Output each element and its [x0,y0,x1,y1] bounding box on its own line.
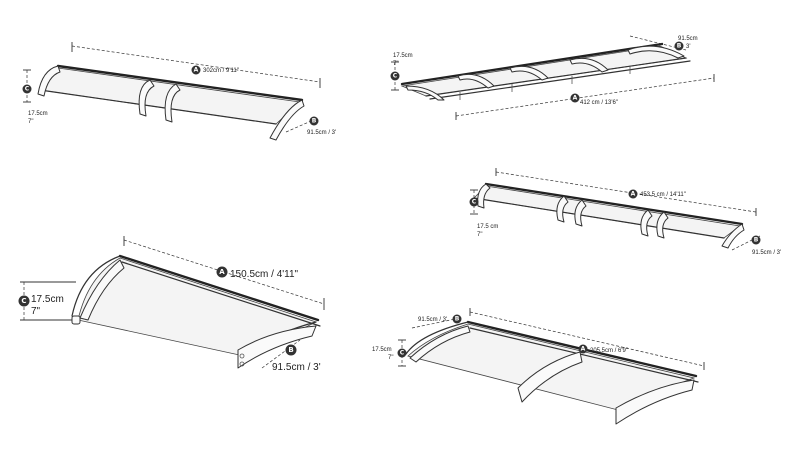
canopy-150-height-badge-letter: C [21,297,26,305]
canopy-205-height-badge [397,348,407,358]
canopy-150-right-bracket [237,325,317,369]
canopy-412-length-label: 412 cm / 13'6" [580,100,618,106]
canopy-205-length-dimension-line [469,311,705,367]
canopy-205-height-badge-letter: C [400,350,405,357]
canopy-302-length-dimension-line [71,45,321,83]
canopy-412-rear-rail [400,42,664,86]
canopy-412-bracket-3 [509,65,549,81]
canopy-302-diagram: A 302cm / 9'11" B 91.5cm / 3' C 17.5cm 7… [22,42,336,141]
canopy-302-depth-dimension-line [285,117,319,133]
canopy-302-length-label: 302cm / 9'11" [203,68,239,74]
canopy-302-mid-bracket-2 [164,83,181,123]
canopy-150-depth-badge [285,344,297,356]
canopy-453-rear-rail [484,182,744,226]
canopy-302-length-badge-letter: A [194,67,199,74]
canopy-412-diagram: A 412 cm / 13'6" B 91.5cm 3' C 17.5cm 7" [390,35,715,120]
canopy-302-height-label-cm: 17.5cm [28,111,48,117]
canopy-412-front-edge [425,57,687,97]
canopy-150-left-arch [71,255,121,317]
canopy-205-bracket-1 [409,325,471,363]
canopy-205-depth-badge-letter: B [455,316,460,323]
canopy-412-bracket-1 [405,85,445,101]
canopy-302-right-bracket [269,99,305,141]
canopy-150-height-label-cm: 17.5cm [31,294,64,305]
canopy-302-height-badge-letter: C [25,86,30,93]
canopy-453-depth-label: 91.5cm / 3' [752,250,781,256]
canopy-302-height-badge [22,84,32,94]
canopy-453-length-badge-letter: A [631,191,636,198]
canopy-150-diagram: A 150.5cm / 4'11" B 91.5cm / 3' C 17.5cm… [18,236,325,373]
canopy-302-depth-label: 91.5cm / 3' [307,130,336,136]
canopy-150-depth-badge-letter: B [288,346,293,354]
canopy-412-height-label-in: 7" [393,61,398,67]
canopy-412-depth-badge-letter: B [677,43,682,50]
canopy-302-length-badge [191,65,201,75]
canopy-412-length-dimension-line [455,77,715,117]
canopy-205-depth-label: 91.5cm / 3' [418,317,447,323]
canopy-412-depth-badge [674,41,684,51]
canopy-150-height-label-in: 7" [31,306,41,317]
canopy-205-diagram: A 205.5cm / 6'9" B 91.5cm / 3' C 17.5cm … [372,308,705,425]
canopy-453-height-label-in: 7" [477,232,482,238]
canopy-205-bracket-2 [517,351,583,403]
canopy-412-height-badge [390,71,400,81]
canopy-302-front-edge [39,89,277,125]
canopy-205-length-label: 205.5cm / 6'9" [590,348,628,354]
canopy-150-length-badge [216,266,228,278]
canopy-205-bracket-3 [615,379,695,425]
canopy-412-depth-label-cm: 91.5cm [678,36,698,42]
canopy-205-left-arch [405,321,469,355]
canopy-412-bracket-2 [457,73,495,89]
canopy-205-length-badge-letter: A [581,346,586,353]
canopy-453-height-badge-letter: C [472,199,477,206]
canopy-453-height-label-cm: 17.5 cm [477,224,498,230]
canopy-412-bracket-5 [627,45,685,59]
canopy-453-front-edge [473,197,725,239]
canopy-453-bracket-4 [640,209,653,237]
canopy-453-bracket-3 [574,199,587,227]
canopy-205-depth-badge [452,314,462,324]
canopy-150-left-bracket [79,259,125,321]
canopy-205-height-label-in: 7" [388,355,393,361]
canopy-412-depth-label-ft: 3' [686,44,690,50]
canopy-150-length-badge-letter: A [219,268,225,276]
canopy-205-depth-dimension-line [411,317,461,329]
canopy-453-diagram: A 453.5 cm / 14'11" B 91.5cm / 3' C 17.5… [469,168,781,256]
canopy-453-length-label: 453.5 cm / 14'11" [640,192,686,198]
canopy-302-height-label-in: 7" [28,119,33,125]
canopy-453-sheet [473,185,741,239]
canopy-412-height-badge-letter: C [393,73,398,80]
canopy-412-height-label-cm: 17.5cm [393,53,413,59]
canopy-453-length-badge [628,189,638,199]
canopy-205-height-label-cm: 17.5cm [372,347,392,353]
canopy-302-rear-rail [56,64,304,102]
canopy-302-mid-bracket-1 [138,79,155,117]
canopy-150-length-label: 150.5cm / 4'11" [230,269,299,280]
canopy-412-sheet [400,45,688,97]
canopy-453-depth-badge-letter: B [754,237,759,244]
canopy-453-height-badge [469,197,479,207]
canopy-302-depth-badge-letter: B [312,118,317,125]
canopy-453-depth-badge [751,235,761,245]
canopy-150-height-badge [18,295,30,307]
canopy-453-bracket-6 [721,223,745,249]
canopy-302-left-bracket [37,65,61,97]
canopy-150-depth-label: 91.5cm / 3' [272,362,321,373]
canopy-150-depth-dimension-line [261,339,301,369]
canopy-453-bracket-5 [656,211,669,239]
canopy-412-bracket-4 [569,57,609,73]
canopy-412-length-badge-letter: A [573,95,578,102]
canopy-302-depth-badge [309,116,319,126]
canopy-453-bracket-2 [556,195,569,223]
canopy-453-length-dimension-line [495,171,757,213]
canopy-453-bracket-1 [477,183,491,209]
canopy-412-length-badge [570,93,580,103]
canopy-205-length-badge [578,344,588,354]
canopy-150-rear-rail [118,254,320,322]
